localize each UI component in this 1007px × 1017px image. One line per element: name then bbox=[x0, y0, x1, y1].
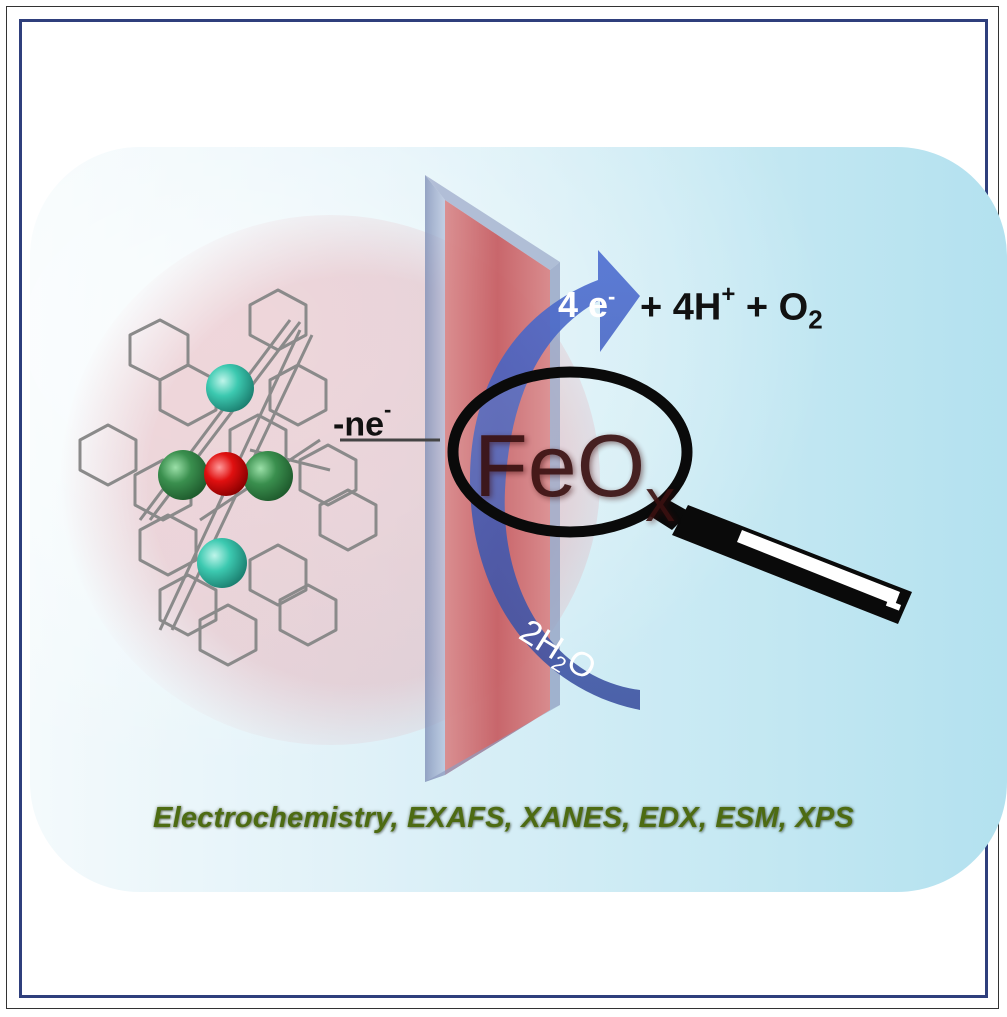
product-equation: + 4H+ + O2 bbox=[640, 281, 823, 335]
fe-atom-top bbox=[206, 364, 254, 412]
electrode-glass-front bbox=[425, 175, 445, 782]
oxygen-atom bbox=[204, 452, 248, 496]
metal-atom-left bbox=[158, 450, 208, 500]
magnified-formula: FeOx bbox=[474, 416, 676, 534]
oxidation-label: -ne- bbox=[333, 397, 392, 444]
technique-caption: Electrochemistry, EXAFS, XANES, EDX, ESM… bbox=[153, 802, 854, 834]
magnifier-icon bbox=[447, 366, 912, 624]
curved-arrow bbox=[470, 250, 640, 710]
fe-atom-bottom bbox=[197, 538, 247, 588]
metal-atom-right bbox=[243, 451, 293, 501]
electrode-glass-edge bbox=[425, 175, 560, 270]
electrons-label: 4 e- bbox=[558, 284, 616, 325]
